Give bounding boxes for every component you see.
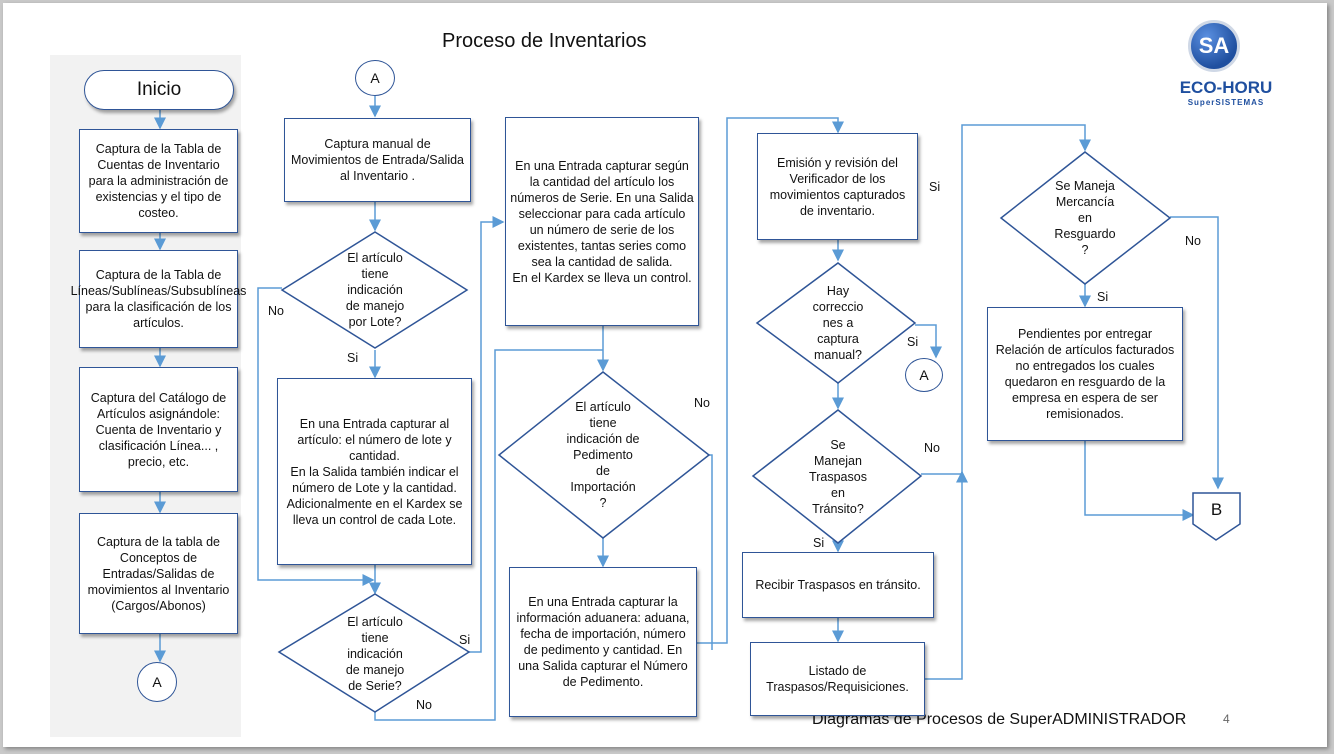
page-number: 4 xyxy=(1223,712,1230,726)
connector-a-right: A xyxy=(905,358,943,392)
label-verificador-si: Si xyxy=(929,180,941,194)
label-resguardo-no: No xyxy=(1185,234,1201,248)
connector-a-bottom: A xyxy=(137,662,177,702)
step-captura-manual: Captura manual de Movimientos de Entrada… xyxy=(284,118,471,202)
connector-b: B xyxy=(1210,500,1223,519)
step-catalogo-articulos: Captura del Catálogo de Artículos asigná… xyxy=(79,367,238,492)
decision-lote-shape xyxy=(280,231,469,349)
step-pendientes: Pendientes por entregar Relación de artí… xyxy=(987,307,1183,441)
page-title: Proceso de Inventarios xyxy=(442,30,647,52)
label-serie-no: No xyxy=(416,698,432,712)
arrow-lote-no xyxy=(257,287,375,586)
arrow-listado xyxy=(925,470,968,680)
label-traspasos-no: No xyxy=(924,441,940,455)
step-listado-traspasos: Listado de Traspasos/Requisiciones. xyxy=(750,642,925,716)
logo-subtitle: SuperSISTEMAS xyxy=(1187,98,1265,107)
step-recibir-traspasos: Recibir Traspasos en tránsito. xyxy=(742,552,934,618)
step-lineas: Captura de la Tabla de Líneas/Sublíneas/… xyxy=(71,250,246,348)
label-serie-si: Si xyxy=(459,633,471,647)
logo-name: ECO-HORU xyxy=(1179,78,1273,97)
decision-resguardo-text: Se Maneja Mercancía en Resguardo ? xyxy=(1054,179,1116,257)
arrow-to-verificador xyxy=(697,117,844,644)
label-correcciones-si: Si xyxy=(907,335,919,349)
decision-resguardo-shape xyxy=(999,151,1172,285)
company-logo: SA ECO-HORU SuperSISTEMAS xyxy=(1166,18,1286,118)
label-pedimento-no: No xyxy=(694,396,710,410)
arrow-pendientes xyxy=(1084,441,1195,521)
logo-badge: SA xyxy=(1188,20,1240,72)
step-verificador: Emisión y revisión del Verificador de lo… xyxy=(757,133,918,240)
arrow-pedimento-no xyxy=(709,454,713,650)
arrow-serie-no xyxy=(374,349,603,721)
label-lote-si: Si xyxy=(347,351,359,365)
step-cuentas-inventario: Captura de la Tabla de Cuentas de Invent… xyxy=(79,129,238,233)
step-pedimento: En una Entrada capturar la información a… xyxy=(509,567,697,717)
decision-serie-shape xyxy=(277,593,471,713)
decision-traspasos-shape xyxy=(751,409,923,544)
decision-pedimento-shape xyxy=(497,371,711,539)
step-conceptos: Captura de la tabla de Conceptos de Entr… xyxy=(79,513,238,634)
connector-b-shape xyxy=(1192,492,1241,541)
arrow-serie-si xyxy=(469,216,505,653)
label-lote-no: No xyxy=(268,304,284,318)
arrow-correcciones-si xyxy=(915,324,942,359)
decision-correcciones-shape xyxy=(755,262,917,384)
step-serie: En una Entrada capturar según la cantida… xyxy=(505,117,699,326)
arrow-traspasos-no xyxy=(921,124,1091,475)
step-lote: En una Entrada capturar al artículo: el … xyxy=(277,378,472,565)
label-resguardo-si: Si xyxy=(1097,290,1109,304)
start-terminal: Inicio xyxy=(84,70,234,110)
decision-traspasos-text: Se Manejan Traspasos en Tránsito? xyxy=(809,438,867,516)
connector-a-top: A xyxy=(355,60,395,96)
decision-pedimento-text: El artículo tiene indicación de Pediment… xyxy=(566,400,640,510)
label-traspasos-si: Si xyxy=(813,536,825,550)
decision-lote-text: El artículo tiene indicación de manejo p… xyxy=(345,251,405,329)
decision-serie-text: El artículo tiene indicación de manejo d… xyxy=(345,615,405,693)
decision-correcciones-text: Hay correccio nes a captura manual? xyxy=(812,284,864,362)
arrow-resguardo-no xyxy=(1170,216,1224,490)
